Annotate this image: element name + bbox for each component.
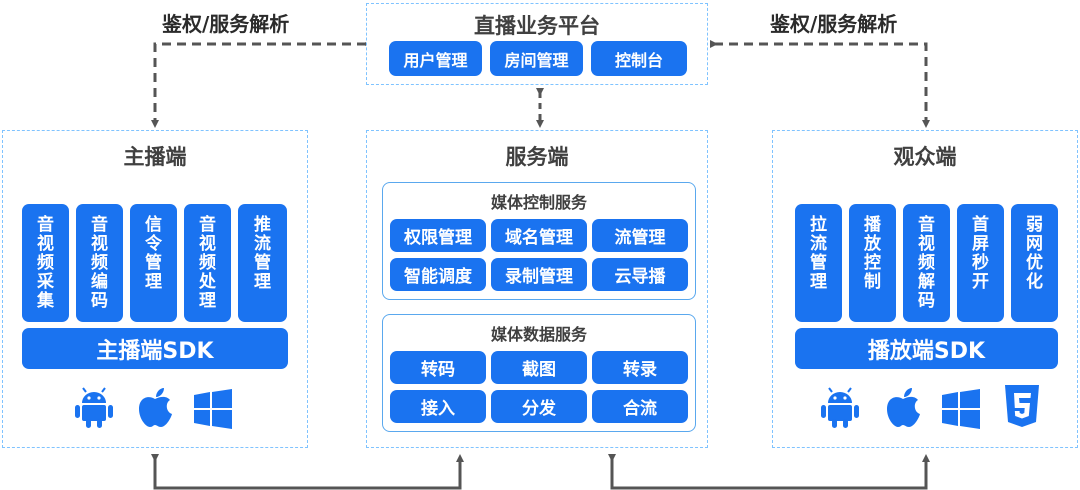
control-item-scheduling[interactable]: 智能调度 [390, 258, 486, 291]
apple-icon [887, 388, 920, 427]
data-item-distribute[interactable]: 分发 [491, 390, 587, 423]
windows-icon [194, 389, 232, 429]
viewer-module-weak-network[interactable]: 弱网优化 [1011, 204, 1058, 322]
viewer-module-first-frame[interactable]: 首屏秒开 [957, 204, 1004, 322]
viewer-sdk-bar[interactable]: 播放端SDK [795, 328, 1058, 369]
android-icon [821, 387, 859, 428]
viewer-module-label: 音视频解码 [918, 215, 935, 311]
anchor-title: 主播端 [123, 145, 187, 169]
viewer-module-label: 弱网优化 [1026, 215, 1043, 292]
apple-icon [139, 388, 172, 427]
viewer-module-pull[interactable]: 拉流管理 [795, 204, 842, 322]
auth-connector-right [710, 40, 930, 128]
viewer-panel: 观众端 拉流管理 播放控制 音视频解码 首屏秒开 弱网优化 播放端SDK [772, 130, 1078, 448]
viewer-module-label: 拉流管理 [810, 215, 827, 292]
media-control-group: 媒体控制服务 权限管理 域名管理 流管理 智能调度 录制管理 云导播 [382, 182, 696, 300]
viewer-module-label: 播放控制 [864, 215, 881, 292]
anchor-sdk-bar[interactable]: 主播端SDK [22, 328, 288, 369]
server-title: 服务端 [505, 145, 569, 169]
platform-item-room[interactable]: 房间管理 [490, 41, 583, 76]
anchor-to-server-arrow [151, 454, 464, 490]
control-item-permission[interactable]: 权限管理 [390, 219, 486, 252]
auth-connector-left [151, 40, 370, 128]
viewer-module-label: 首屏秒开 [972, 215, 989, 292]
anchor-module-label: 推流管理 [254, 215, 271, 292]
control-item-domain[interactable]: 域名管理 [491, 219, 587, 252]
media-control-title: 媒体控制服务 [490, 193, 587, 212]
windows-icon [942, 389, 980, 429]
data-item-transcode[interactable]: 转码 [390, 351, 486, 384]
auth-label-right: 鉴权/服务解析 [770, 12, 898, 36]
control-item-cloud-director[interactable]: 云导播 [592, 258, 688, 291]
server-to-viewer-arrow [608, 454, 930, 490]
platform-title: 直播业务平台 [474, 14, 600, 38]
media-data-title: 媒体数据服务 [490, 325, 587, 344]
data-item-screenshot[interactable]: 截图 [491, 351, 587, 384]
platform-item-user[interactable]: 用户管理 [389, 41, 482, 76]
media-data-group: 媒体数据服务 转码 截图 转录 接入 分发 合流 [382, 314, 696, 432]
viewer-title: 观众端 [893, 145, 957, 169]
data-item-ingest[interactable]: 接入 [390, 390, 486, 423]
anchor-module-push[interactable]: 推流管理 [238, 204, 287, 322]
data-item-record[interactable]: 转录 [592, 351, 688, 384]
anchor-module-capture[interactable]: 音视频采集 [22, 204, 69, 322]
anchor-module-label: 音视频采集 [37, 215, 54, 311]
auth-label-left: 鉴权/服务解析 [162, 12, 290, 36]
anchor-module-encode[interactable]: 音视频编码 [76, 204, 123, 322]
anchor-module-label: 信令管理 [145, 215, 162, 292]
anchor-module-label: 音视频处理 [199, 215, 216, 311]
anchor-module-process[interactable]: 音视频处理 [184, 204, 231, 322]
platform-item-console[interactable]: 控制台 [591, 41, 687, 76]
html5-icon [1005, 385, 1039, 427]
anchor-module-label: 音视频编码 [91, 215, 108, 311]
viewer-module-playback[interactable]: 播放控制 [849, 204, 896, 322]
server-panel: 服务端 媒体控制服务 权限管理 域名管理 流管理 智能调度 录制管理 云导播 媒… [366, 130, 708, 448]
data-item-mix[interactable]: 合流 [592, 390, 688, 423]
android-icon [75, 387, 113, 428]
anchor-module-signaling[interactable]: 信令管理 [130, 204, 177, 322]
control-item-stream[interactable]: 流管理 [592, 219, 688, 252]
control-item-recording[interactable]: 录制管理 [491, 258, 587, 291]
anchor-panel: 主播端 音视频采集 音视频编码 信令管理 音视频处理 推流管理 主播端SDK [2, 130, 308, 448]
live-platform-panel: 直播业务平台 用户管理 房间管理 控制台 [366, 3, 708, 85]
viewer-module-decode[interactable]: 音视频解码 [903, 204, 950, 322]
